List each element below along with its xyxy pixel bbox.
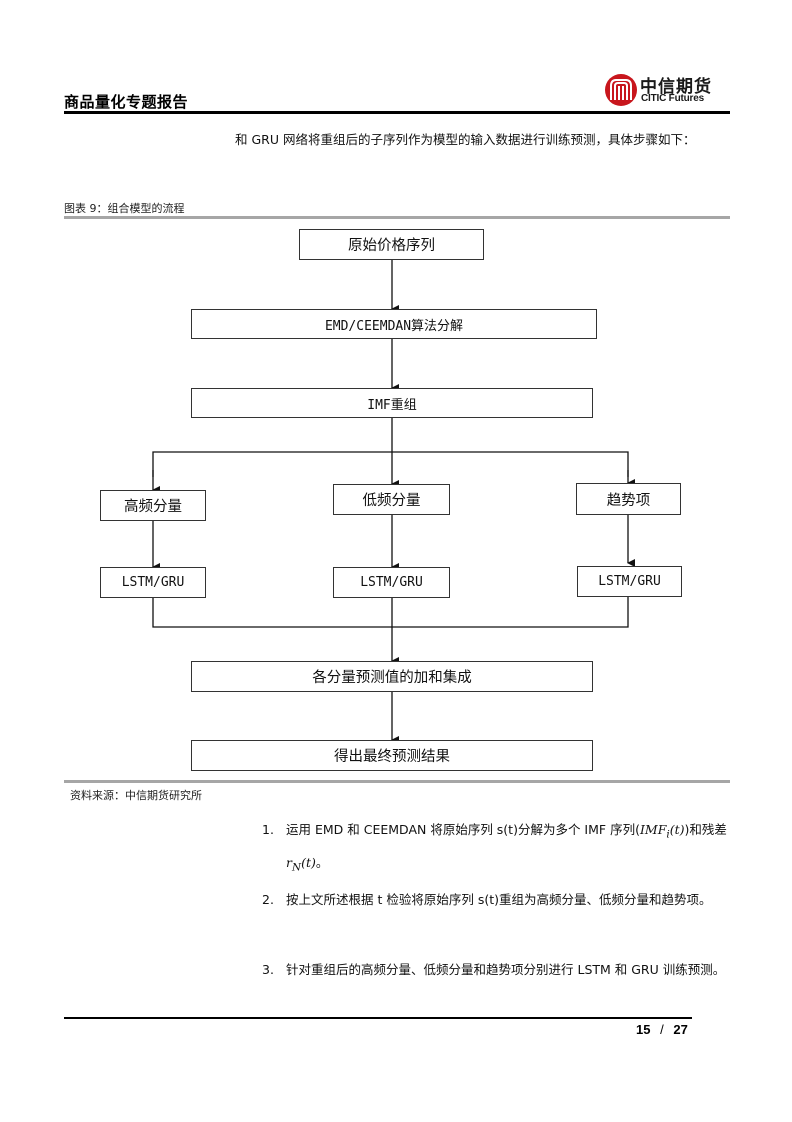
math-r: r [286,854,292,870]
node-low-freq: 低频分量 [333,484,450,515]
branch-bar [152,451,629,477]
merge-bar [152,597,629,628]
step-text: 针对重组后的高频分量、低频分量和趋势项分别进行 LSTM 和 GRU 训练预测。 [286,962,726,977]
page-current: 15 [636,1022,651,1037]
header-rule [64,111,730,114]
node-trend: 趋势项 [576,483,681,515]
step-text-part: 。 [315,854,329,870]
math-arg-t: (t) [301,854,316,870]
node-model-low: LSTM/GRU [333,567,450,598]
step-item: 2. 按上文所述根据 t 检验将原始序列 s(t)重组为高频分量、低频分量和趋势… [262,886,730,914]
figure-source: 资料来源：中信期货研究所 [70,789,202,802]
step-item: 3. 针对重组后的高频分量、低频分量和趋势项分别进行 LSTM 和 GRU 训练… [262,956,730,984]
node-imf-regroup: IMF重组 [191,388,593,418]
math-arg-t: (t) [669,822,685,837]
step-number: 2. [262,892,274,907]
step-text: 按上文所述根据 t 检验将原始序列 s(t)重组为高频分量、低频分量和趋势项。 [286,892,712,907]
logo-text-en: CITIC Futures [641,93,704,104]
step-number: 1. [262,822,274,837]
step-text-part: )和残差 [684,822,727,837]
page-separator: / [660,1022,664,1037]
report-title: 商品量化专题报告 [64,93,189,111]
page-total: 27 [673,1022,688,1037]
math-subscript-i: i [666,828,670,841]
node-decompose: EMD/CEEMDAN算法分解 [191,309,597,339]
node-high-freq: 高频分量 [100,490,206,521]
intro-paragraph: 和 GRU 网络将重组后的子序列作为模型的输入数据进行训练预测，具体步骤如下： [235,132,696,147]
step-number: 3. [262,962,274,977]
figure-bottom-rule [64,780,730,783]
node-raw-series: 原始价格序列 [299,229,484,260]
node-final-result: 得出最终预测结果 [191,740,593,771]
node-ensemble: 各分量预测值的加和集成 [191,661,593,692]
logo-text-cn: 中信期货 [640,77,712,97]
step-text: 运用 EMD 和 CEEMDAN 将原始序列 s(t)分解为多个 IMF 序列(… [286,816,730,881]
step-text-part: 运用 EMD 和 CEEMDAN 将原始序列 s(t)分解为多个 IMF 序列( [286,822,640,837]
node-model-high: LSTM/GRU [100,567,206,598]
step-item: 1. 运用 EMD 和 CEEMDAN 将原始序列 s(t)分解为多个 IMF … [262,816,730,881]
footer-rule [64,1017,692,1019]
citic-logo-icon [605,74,637,106]
math-imf: IMF [639,822,667,837]
page-number: 15 / 27 [636,1022,688,1037]
node-model-trend: LSTM/GRU [577,566,682,597]
math-subscript-n: N [291,861,302,873]
figure-top-rule [64,216,730,219]
figure-caption: 图表 9：组合模型的流程 [64,202,185,215]
